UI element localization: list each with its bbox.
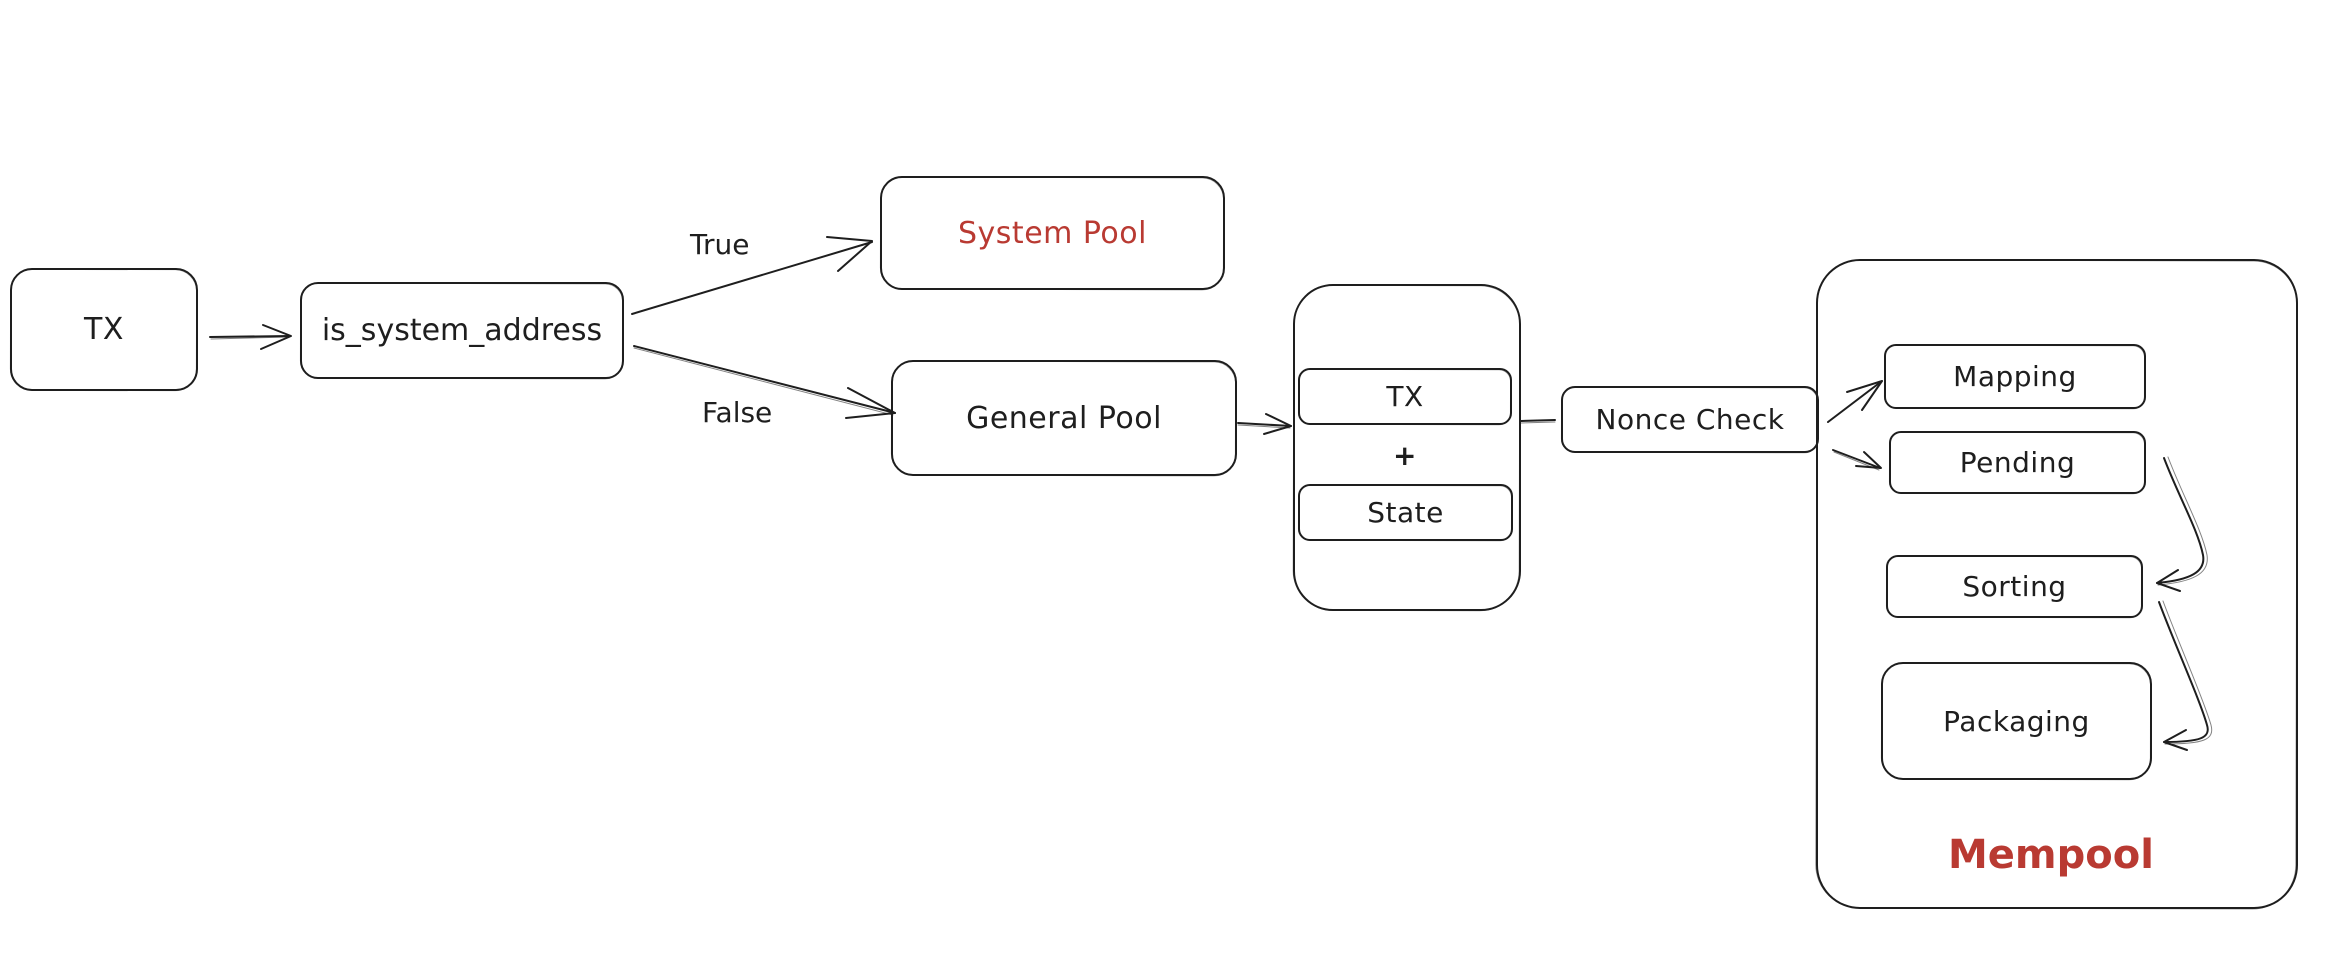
arrow-tx-to-is-system-address <box>209 324 292 350</box>
arrow-true-to-system-pool <box>631 236 873 315</box>
mempool-stage-mapping[interactable]: Mapping <box>1884 344 2146 409</box>
is-system-address-label: is_system_address <box>321 313 603 348</box>
container-tx-node[interactable]: TX <box>1298 368 1512 425</box>
general-pool-label: General Pool <box>966 400 1162 436</box>
is-system-address-node[interactable]: is_system_address <box>300 282 624 379</box>
pending-label: Pending <box>1959 446 2076 479</box>
edge-label-false: False <box>702 396 773 429</box>
line-tx-state-to-nonce-check <box>1520 419 1556 424</box>
tx-node-label: TX <box>84 312 124 347</box>
mempool-stage-pending[interactable]: Pending <box>1889 431 2146 494</box>
arrow-general-pool-to-tx-state <box>1237 413 1292 435</box>
container-state-node[interactable]: State <box>1298 484 1513 541</box>
nonce-check-node[interactable]: Nonce Check <box>1561 386 1819 453</box>
mempool-stage-sorting[interactable]: Sorting <box>1886 555 2143 618</box>
mempool-stage-packaging[interactable]: Packaging <box>1881 662 2152 780</box>
container-state-label: State <box>1367 496 1444 529</box>
tx-node[interactable]: TX <box>10 268 198 391</box>
sorting-label: Sorting <box>1962 570 2067 603</box>
system-pool-label: System Pool <box>958 215 1147 251</box>
plus-sign: + <box>1390 435 1420 475</box>
nonce-check-label: Nonce Check <box>1595 403 1785 436</box>
tx-state-container[interactable] <box>1293 284 1521 611</box>
edge-label-true: True <box>690 228 750 261</box>
general-pool-node[interactable]: General Pool <box>891 360 1237 476</box>
plus-label: + <box>1393 438 1417 472</box>
packaging-label: Packaging <box>1943 704 2090 738</box>
mempool-container[interactable] <box>1816 259 2298 909</box>
mapping-label: Mapping <box>1953 360 2077 393</box>
mempool-title: Mempool <box>1948 832 2154 878</box>
container-tx-label: TX <box>1386 380 1424 413</box>
system-pool-node[interactable]: System Pool <box>880 176 1225 290</box>
